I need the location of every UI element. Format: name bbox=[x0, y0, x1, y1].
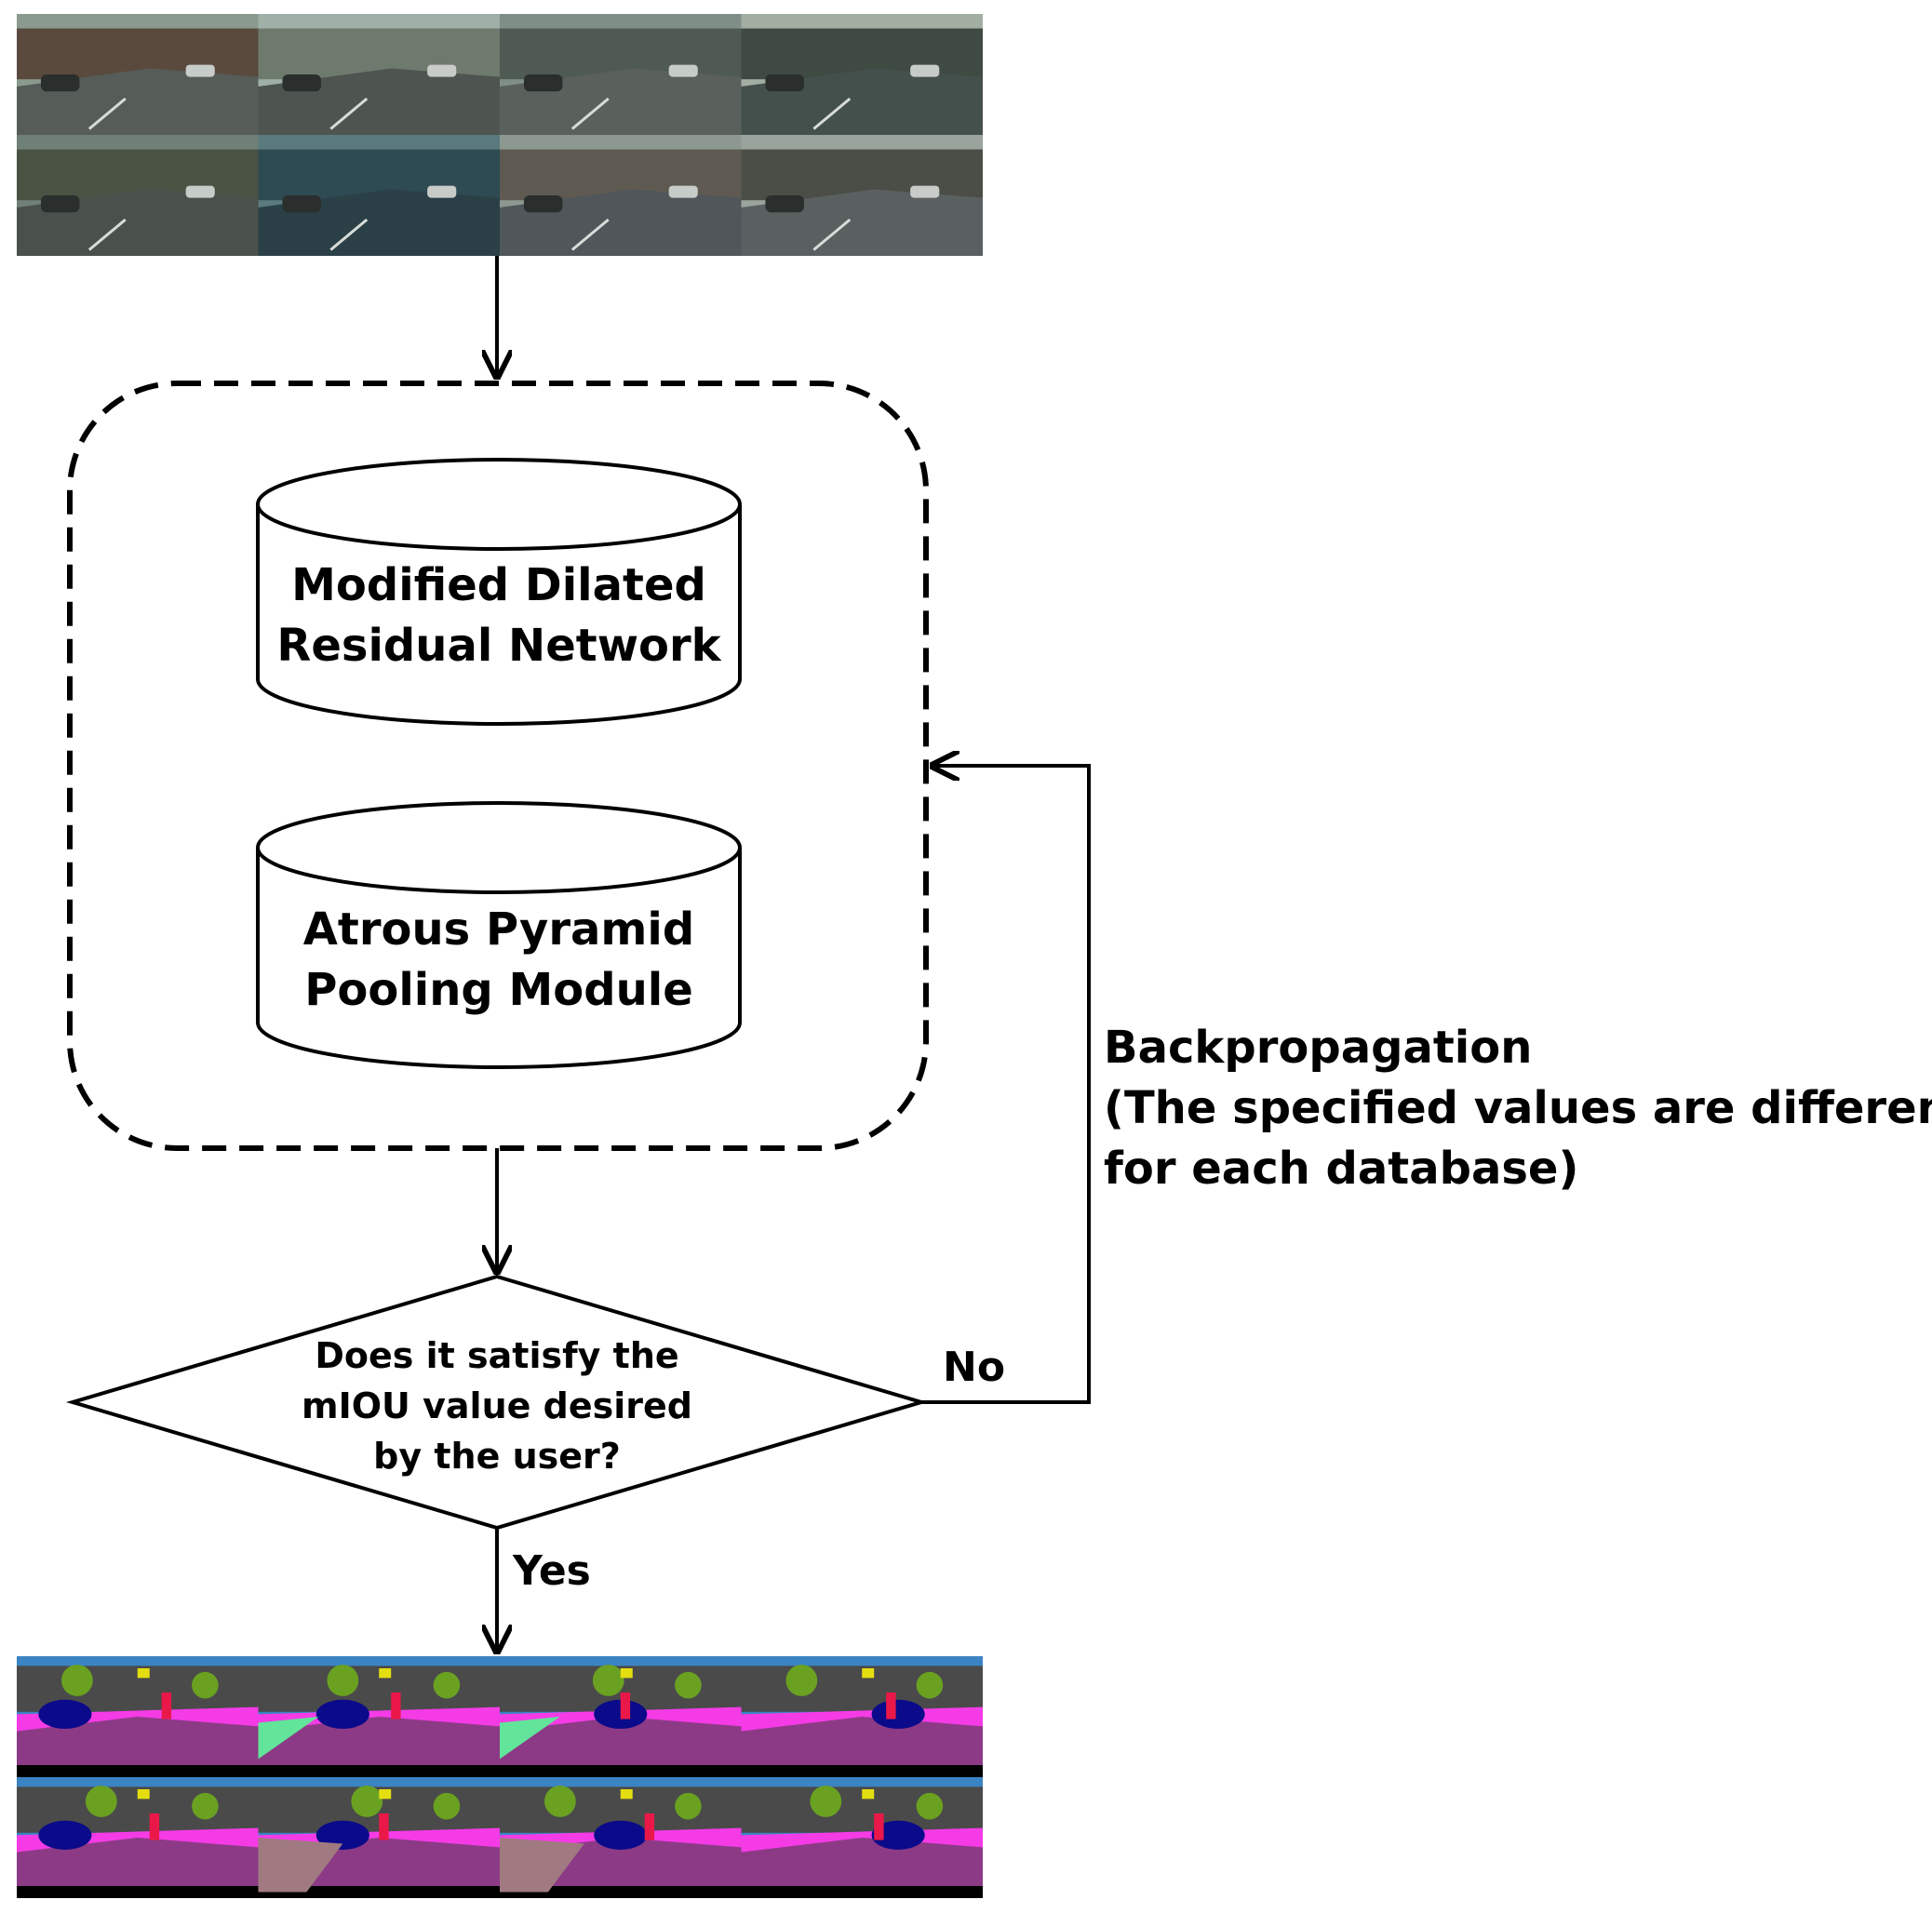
segmentation-map bbox=[17, 1777, 259, 1898]
segmentation-map bbox=[741, 1777, 983, 1898]
segmentation-map bbox=[500, 1656, 742, 1777]
segmentation-map bbox=[258, 1656, 500, 1777]
pooling-label-bottom: Pooling Module bbox=[304, 964, 693, 1016]
pooling-cylinder: Atrous Pyramid Pooling Module bbox=[256, 801, 742, 1069]
arrow-backpropagation bbox=[921, 766, 1091, 1404]
decision-line-1: Does it satisfy the bbox=[315, 1335, 678, 1376]
input-photo bbox=[500, 135, 742, 256]
input-photo bbox=[17, 135, 259, 256]
input-photo bbox=[741, 135, 983, 256]
decision-line-2: mIOU value desired bbox=[302, 1385, 692, 1426]
backprop-line-2: (The specified values are different bbox=[1104, 1082, 1932, 1134]
segmentation-map bbox=[500, 1777, 742, 1898]
network-cylinder: Modified Dilated Residual Network bbox=[256, 458, 742, 726]
input-photo bbox=[17, 14, 259, 135]
segmentation-map bbox=[741, 1656, 983, 1777]
backprop-line-1: Backpropagation bbox=[1104, 1022, 1532, 1074]
network-label-top: Modified Dilated bbox=[291, 559, 706, 611]
yes-label: Yes bbox=[512, 1547, 591, 1595]
input-photo bbox=[741, 14, 983, 135]
input-photo bbox=[258, 14, 500, 135]
segmentation-output-grid bbox=[17, 1656, 983, 1898]
pooling-label-top: Atrous Pyramid bbox=[303, 903, 694, 956]
network-label-bottom: Residual Network bbox=[276, 620, 721, 672]
no-label: No bbox=[943, 1344, 1005, 1391]
segmentation-map bbox=[17, 1656, 259, 1777]
input-image-grid bbox=[17, 14, 983, 256]
decision-line-3: by the user? bbox=[373, 1436, 621, 1477]
input-photo bbox=[258, 135, 500, 256]
model-container bbox=[67, 381, 929, 1151]
segmentation-map bbox=[258, 1777, 500, 1898]
backprop-line-3: for each database) bbox=[1104, 1143, 1578, 1195]
input-photo bbox=[500, 14, 742, 135]
